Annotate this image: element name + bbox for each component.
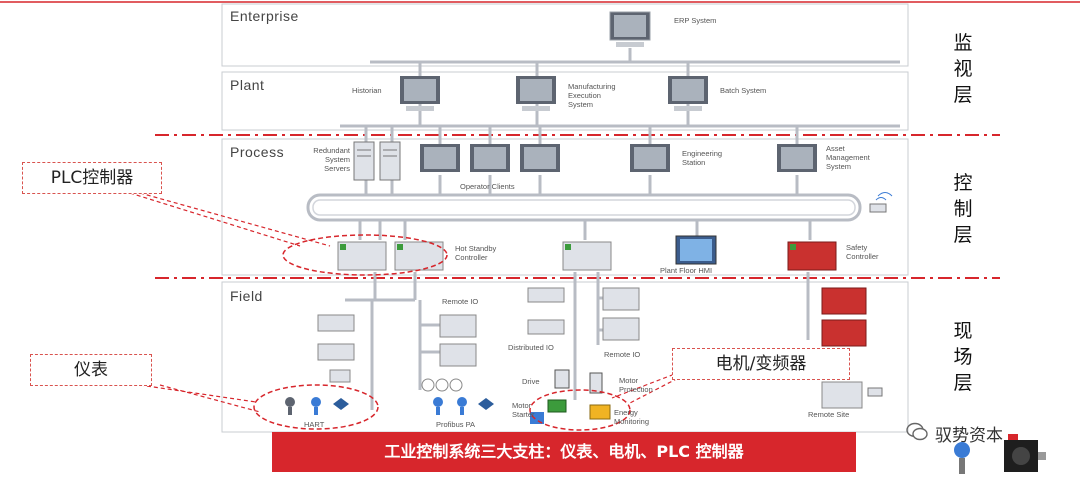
io-module-icon bbox=[317, 287, 640, 383]
callout-plc-controller: PLC控制器 bbox=[22, 162, 162, 194]
instrument-highlight-ellipse bbox=[253, 384, 379, 430]
label-motor-starter: Motor Starter bbox=[512, 401, 535, 419]
ring-network bbox=[306, 193, 862, 222]
tier-label-enterprise: Enterprise bbox=[230, 8, 299, 24]
layer-label-control: 控 制 层 bbox=[953, 172, 973, 246]
label-remote-io-1: Remote IO bbox=[442, 297, 479, 306]
label-hot-standby: Hot Standby Controller bbox=[455, 244, 497, 262]
remote-site-rack-icon bbox=[821, 381, 883, 409]
tier-label-plant: Plant bbox=[230, 77, 265, 93]
label-safety-controller: Safety Controller bbox=[846, 243, 879, 261]
label-plant-floor-hmi: Plant Floor HMI bbox=[660, 266, 713, 275]
label-profibus-pa: Profibus PA bbox=[436, 420, 476, 429]
asset-monitor-icon bbox=[777, 144, 817, 172]
drive-icon bbox=[554, 369, 603, 394]
label-historian: Historian bbox=[352, 86, 382, 95]
plc-highlight-ellipse bbox=[282, 234, 448, 276]
label-operator-clients: Operator Clients bbox=[460, 182, 515, 191]
callout-instrument: 仪表 bbox=[30, 354, 152, 386]
motor-starter-icon bbox=[530, 399, 611, 424]
callout-leader-lines bbox=[129, 192, 691, 413]
label-asset-management: Asset Management System bbox=[826, 144, 870, 171]
label-redundant-servers: Redundant System Servers bbox=[313, 146, 350, 173]
label-energy-monitoring: Energy Monitoring bbox=[614, 408, 650, 426]
operator-client-monitor-icon bbox=[420, 144, 560, 172]
label-mes: Manufacturing Execution System bbox=[568, 82, 616, 109]
wireless-ap-icon bbox=[869, 192, 893, 213]
enterprise-panel bbox=[221, 3, 909, 67]
label-hart: HART bbox=[304, 420, 325, 429]
plant-panel bbox=[221, 71, 909, 131]
label-erp-system: ERP System bbox=[674, 16, 717, 25]
label-drive: Drive bbox=[522, 377, 540, 386]
label-batch-system: Batch System bbox=[720, 86, 767, 95]
sensor-device-icon bbox=[950, 440, 974, 476]
mes-monitor-icon bbox=[516, 76, 556, 111]
server-tower-icon bbox=[353, 141, 401, 181]
watermark-text: 驭势资本 bbox=[935, 426, 1003, 446]
tier-label-field: Field bbox=[230, 288, 263, 304]
ring-network-inner bbox=[312, 199, 856, 216]
transmitter-icon bbox=[285, 378, 494, 415]
engineering-monitor-icon bbox=[630, 144, 670, 172]
label-motor-protection: Motor Protection bbox=[619, 376, 653, 394]
layer-label-field: 现 场 层 bbox=[953, 320, 973, 394]
safety-controller-icon bbox=[787, 241, 837, 271]
wechat-logo-icon bbox=[905, 420, 929, 444]
tier-label-process: Process bbox=[230, 144, 285, 160]
servo-motor-icon bbox=[1000, 434, 1046, 474]
safety-io-rack-icon bbox=[821, 287, 867, 347]
motor-highlight-ellipse bbox=[529, 389, 631, 431]
network-bus-lines bbox=[340, 48, 900, 410]
callout-motor-inverter: 电机/变频器 bbox=[672, 348, 850, 380]
layer-label-monitor: 监 视 层 bbox=[953, 32, 973, 106]
label-engineering-station: Engineering Station bbox=[682, 149, 723, 167]
historian-monitor-icon bbox=[400, 76, 440, 111]
summary-banner: 工业控制系统三大支柱：仪表、电机、PLC 控制器 bbox=[272, 432, 856, 472]
label-remote-io-2: Remote IO bbox=[604, 350, 641, 359]
batch-monitor-icon bbox=[668, 76, 708, 111]
erp-monitor-icon bbox=[609, 11, 651, 47]
label-distributed-io: Distributed IO bbox=[508, 343, 554, 352]
label-remote-site: Remote Site bbox=[808, 410, 850, 419]
hmi-panel-icon bbox=[675, 235, 717, 265]
